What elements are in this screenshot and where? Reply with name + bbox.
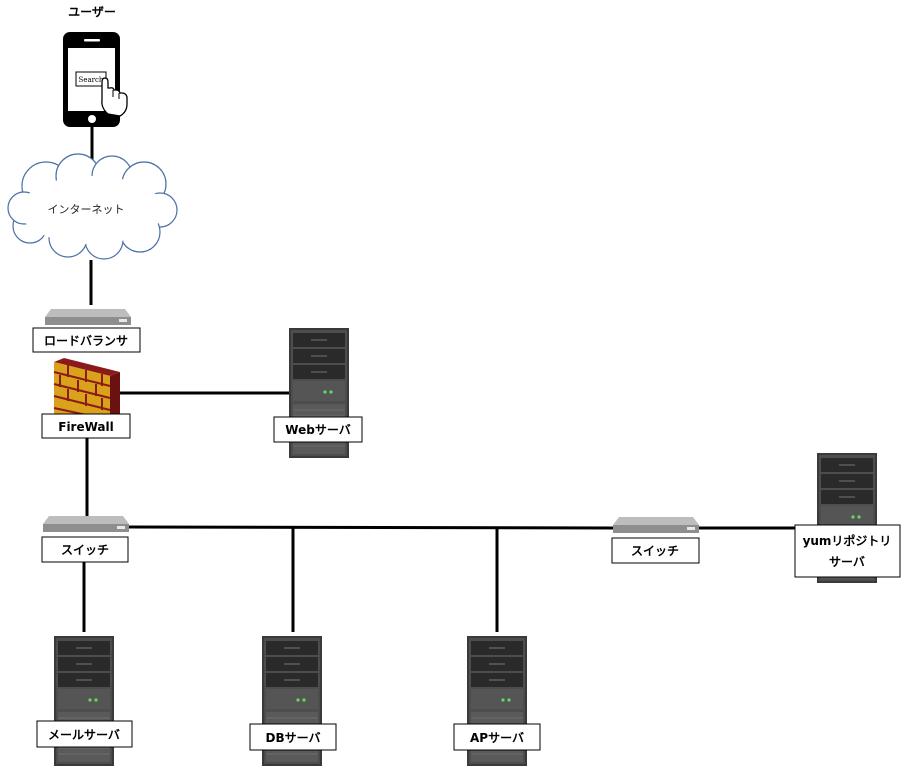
mail-server-label-box — [36, 720, 133, 748]
ap-server-label: APサーバ — [470, 731, 524, 745]
load-balancer-label: ロードバランサ — [44, 334, 128, 348]
user-label: ユーザー — [68, 5, 116, 19]
switch-main-node: スイッチ — [41, 516, 129, 563]
hand-pointer-icon — [101, 77, 128, 117]
load-balancer-label-box — [32, 327, 141, 353]
internet-node: インターネット — [7, 153, 178, 260]
switch-right-label: スイッチ — [631, 544, 679, 558]
db-server-label-box — [249, 723, 337, 751]
load-balancer-node: ロードバランサ — [32, 309, 141, 353]
switch-main-label-box — [41, 536, 129, 563]
yum-server-label-box — [794, 524, 901, 578]
mail-server-node: メールサーバ — [36, 636, 133, 766]
switch-main-icon — [43, 516, 129, 532]
web-server-label: Webサーバ — [285, 423, 350, 437]
ap-server-node: APサーバ — [453, 636, 541, 766]
ap-server-label-box — [453, 723, 541, 751]
switch-right-node: スイッチ — [611, 517, 700, 564]
db-server-node: DBサーバ — [249, 636, 337, 766]
db-server-label: DBサーバ — [266, 731, 321, 745]
yum-server-label-line2: サーバ — [829, 555, 865, 569]
switch-right-label-box — [611, 537, 700, 564]
firewall-label: FireWall — [58, 420, 114, 434]
search-label: Search — [79, 76, 104, 84]
connection-lines — [82, 126, 818, 632]
mail-server-label: メールサーバ — [48, 728, 120, 742]
yum-server-node: yumリポジトリ サーバ — [794, 453, 901, 583]
internet-label: インターネット — [48, 203, 125, 216]
web-server-node: Webサーバ — [273, 328, 363, 458]
yum-server-label-line1: yumリポジトリ — [803, 533, 892, 548]
firewall-node: FireWall — [41, 358, 131, 439]
load-balancer-icon — [45, 309, 131, 325]
firewall-label-box — [41, 413, 131, 439]
web-server-label-box — [273, 416, 363, 443]
smartphone-icon: Search — [63, 32, 128, 127]
cloud-icon — [7, 153, 178, 260]
switch-right-icon — [613, 517, 699, 533]
switch-main-label: スイッチ — [61, 543, 109, 557]
link-main-backbone — [127, 525, 616, 530]
user-node: ユーザー Search — [63, 5, 128, 127]
